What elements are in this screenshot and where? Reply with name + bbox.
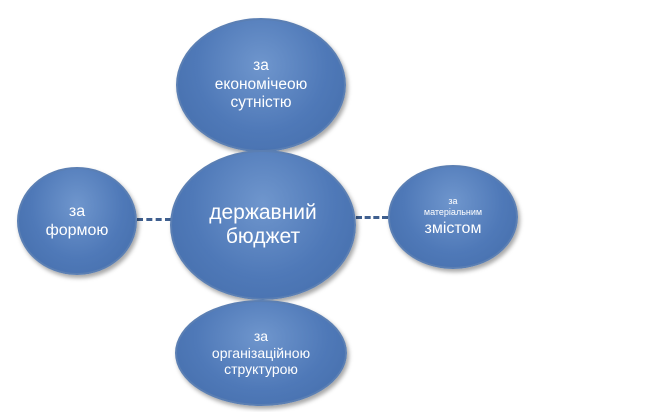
connector-center-left [137, 218, 171, 221]
node-top-line-1: за [253, 57, 269, 75]
node-economic-essence: за економічеою сутністю [176, 18, 346, 152]
node-right-small-line-1: за [448, 196, 458, 207]
node-bottom-line-1: за [253, 327, 269, 344]
connector-center-right [356, 216, 388, 219]
node-right-main-line: змістом [424, 219, 482, 237]
node-bottom-line-3: структурою [224, 361, 298, 378]
node-form: за формою [17, 167, 137, 275]
node-organizational-structure: за організаційною структурою [175, 300, 347, 406]
node-top-line-2: економічеою [214, 75, 308, 93]
node-material-content: за матеріальним змістом [388, 165, 518, 269]
node-right-small-line-2: матеріальним [423, 207, 483, 218]
node-top-line-3: сутністю [230, 94, 292, 112]
node-center-line-2: бюджет [225, 225, 301, 248]
node-bottom-line-2: організаційною [211, 344, 311, 361]
node-center-line-1: державний [209, 200, 317, 224]
node-left-line-1: за [68, 202, 86, 220]
node-state-budget: державний бюджет [170, 150, 356, 300]
node-left-line-2: формою [45, 222, 109, 239]
